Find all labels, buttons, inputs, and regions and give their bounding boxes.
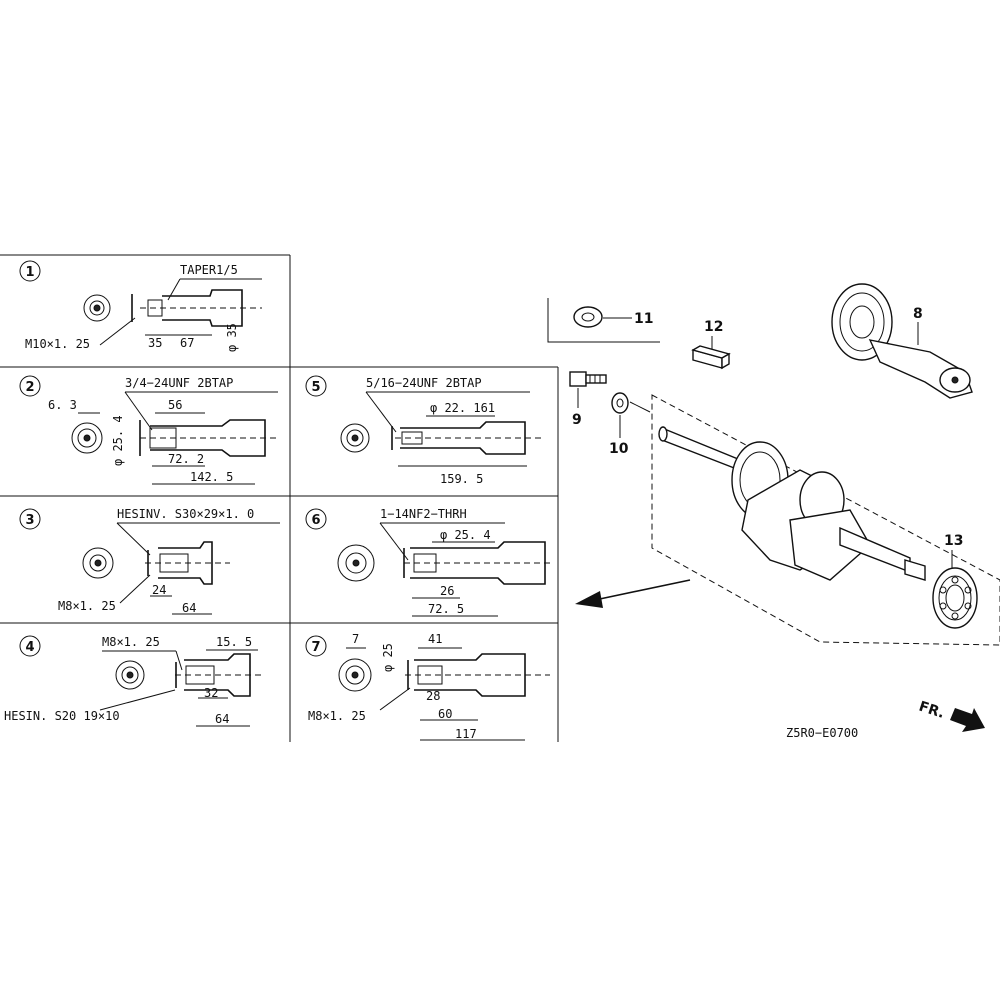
dim-6-3: 6. 3	[48, 398, 77, 412]
dim-64: 64	[182, 601, 196, 615]
dim-dia-25: φ 25	[381, 643, 395, 672]
dim-41: 41	[428, 632, 442, 646]
callout-12: 12	[704, 319, 723, 335]
front-direction-indicator: FR.	[917, 699, 985, 732]
panel-number: 6	[311, 513, 320, 528]
part-9-bolt	[569, 371, 607, 387]
shaft-side-view	[131, 289, 262, 327]
front-label: FR.	[917, 699, 947, 722]
thread-note: 1−14NF2−THRH	[380, 507, 467, 521]
dim-60: 60	[438, 707, 452, 721]
thread-spec: M8×1. 25	[102, 635, 160, 649]
dim-72-2: 72. 2	[168, 452, 204, 466]
part-10-washer	[611, 392, 629, 414]
figure-code: Z5R0−E0700	[786, 726, 858, 740]
shaft-side-view	[175, 653, 262, 697]
variant-grid	[0, 254, 559, 742]
spline-note: HESIN. S20 19×10	[4, 709, 120, 723]
callout-13: 13	[944, 533, 963, 549]
dim-32: 32	[204, 686, 218, 700]
panel-5: 5 5/16−24UNF 2BTAP φ 22. 161 159. 5	[305, 375, 545, 486]
callout-11: 11	[634, 311, 653, 327]
variant-pointer-arrow	[575, 579, 691, 608]
thread-note: 5/16−24UNF 2BTAP	[366, 376, 482, 390]
shaft-end-view	[82, 547, 114, 579]
panel-number: 7	[311, 640, 320, 655]
shaft-side-view	[391, 421, 545, 455]
part-13-bearing	[932, 567, 978, 629]
panel-6: 6 1−14NF2−THRH φ 25. 4 26 72. 5	[305, 507, 550, 617]
dim-15-5: 15. 5	[216, 635, 252, 649]
shaft-end-view	[338, 658, 372, 692]
callout-9: 9	[572, 412, 582, 428]
shaft-side-view	[403, 541, 550, 585]
part-8-balancer-shaft	[831, 283, 973, 399]
shaft-side-view	[145, 541, 230, 585]
dim-dia-35: φ 35	[225, 323, 239, 352]
exploded-view: 11 12 8 9	[547, 283, 1000, 740]
shaft-end-view	[337, 544, 375, 582]
shaft-side-view	[405, 653, 550, 697]
part-11-washer	[573, 306, 603, 328]
dim-72-5: 72. 5	[428, 602, 464, 616]
panel-4: 4 M8×1. 25 15. 5 32 HESIN. S20 19×10 64	[4, 635, 262, 727]
callout-10: 10	[609, 441, 629, 457]
shaft-end-view	[115, 660, 145, 690]
panel-number: 4	[25, 640, 34, 655]
crankshaft	[658, 426, 926, 581]
panel-7: 7 7 φ 25 41 28 M8×1. 25 60 117	[305, 632, 550, 741]
dim-24: 24	[152, 583, 166, 597]
panel-2: 2 3/4−24UNF 2BTAP 6. 3 56 φ 25. 4 72. 2 …	[19, 375, 278, 485]
thread-note: 3/4−24UNF 2BTAP	[125, 376, 233, 390]
thread-spec: M8×1. 25	[58, 599, 116, 613]
dim-28: 28	[426, 689, 440, 703]
shaft-end-view	[340, 423, 370, 453]
taper-note: TAPER1/5	[180, 263, 238, 277]
dim-35: 35	[148, 336, 162, 350]
dim-117: 117	[455, 727, 477, 741]
dim-142-5: 142. 5	[190, 470, 233, 484]
dim-64: 64	[215, 712, 229, 726]
shaft-side-view	[139, 419, 278, 457]
dim-159-5: 159. 5	[440, 472, 483, 486]
panel-number: 1	[25, 265, 34, 280]
shaft-end-view	[83, 294, 111, 322]
panel-number-badge	[19, 260, 41, 282]
thread-spec: M8×1. 25	[308, 709, 366, 723]
part-12-key	[691, 345, 731, 370]
panel-number: 2	[25, 380, 34, 395]
dim-dia-25-4: φ 25. 4	[111, 415, 125, 466]
panel-3: 3 HESINV. S30×29×1. 0 M8×1. 25 24 64	[19, 507, 280, 615]
spline-note: HESINV. S30×29×1. 0	[117, 507, 254, 521]
dim-26: 26	[440, 584, 454, 598]
callout-8: 8	[913, 306, 923, 322]
part-11-bracket	[547, 298, 660, 343]
dim-7: 7	[352, 632, 359, 646]
dim-dia-22-161: φ 22. 161	[430, 401, 495, 415]
dim-56: 56	[168, 398, 182, 412]
panel-1: 1 TAPER1/5 M10×1. 25 35 67 φ 35	[19, 260, 262, 352]
shaft-end-view	[71, 422, 103, 454]
front-arrow-icon	[950, 708, 985, 732]
dim-67: 67	[180, 336, 194, 350]
panel-number: 5	[311, 380, 320, 395]
panel-number: 3	[25, 513, 34, 528]
thread-spec: M10×1. 25	[25, 337, 90, 351]
dim-dia-25-4: φ 25. 4	[440, 528, 491, 542]
